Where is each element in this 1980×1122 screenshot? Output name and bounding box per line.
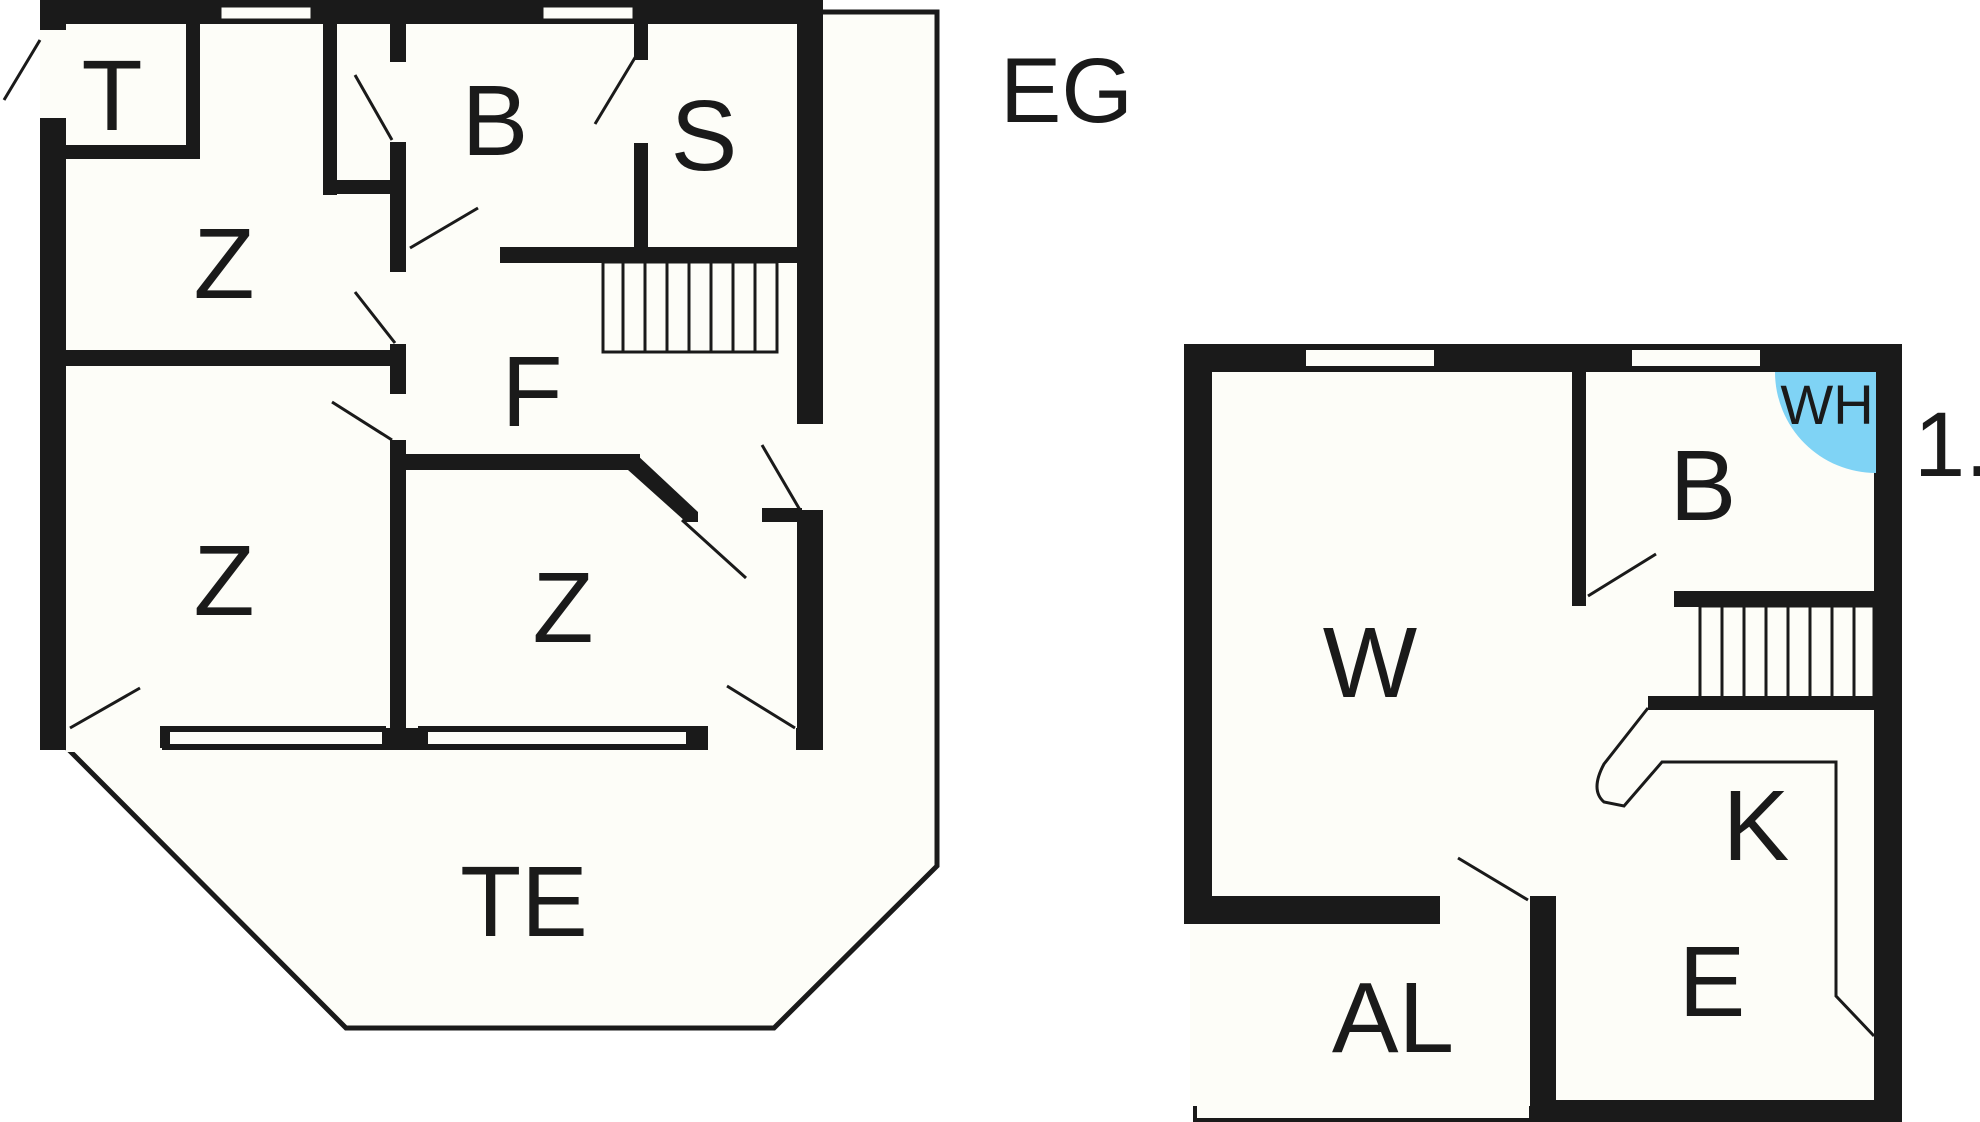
- room-label-kitchen: K: [1723, 770, 1790, 882]
- wall-right-lower: [797, 510, 823, 750]
- wall-bottom: [1530, 1100, 1902, 1122]
- wall: [1674, 591, 1884, 607]
- room-label-hallway: F: [501, 336, 562, 448]
- wall-left: [1184, 344, 1212, 922]
- wall: [500, 247, 810, 263]
- window: [170, 732, 382, 744]
- wall: [1648, 696, 1878, 710]
- room-label-bath: B: [462, 65, 529, 177]
- window: [1632, 350, 1760, 366]
- window: [1306, 350, 1434, 366]
- wall-left: [40, 0, 66, 750]
- room-label-dining: E: [1679, 926, 1746, 1038]
- stairs: [1698, 604, 1876, 700]
- wall: [634, 143, 648, 253]
- wall: [400, 454, 640, 470]
- kitchen-counter: [1595, 707, 1876, 1038]
- wall: [40, 145, 200, 159]
- wall: [762, 508, 802, 522]
- room-label-wc: T: [81, 40, 142, 152]
- room-label-terrace: TE: [460, 846, 588, 958]
- stairs: [601, 260, 779, 354]
- wall: [628, 454, 698, 522]
- room-label-bedroom: Z: [193, 525, 254, 637]
- door-opening: [797, 424, 823, 510]
- ground-floor-area: [45, 10, 820, 745]
- wall-top: [1184, 344, 1902, 372]
- wall: [390, 440, 406, 750]
- room-label-bedroom: Z: [193, 208, 254, 320]
- wall: [1572, 370, 1586, 606]
- ground-floor: T B S Z F Z Z TE EG: [2, 0, 1133, 1031]
- window: [428, 732, 686, 744]
- wall: [1184, 896, 1440, 924]
- wall: [634, 20, 648, 60]
- wall: [406, 247, 500, 263]
- wall-right: [1874, 344, 1902, 1122]
- water-heater: [1775, 372, 1876, 473]
- water-heater-label: WH: [1780, 373, 1873, 436]
- wall: [390, 20, 406, 62]
- door-opening: [66, 726, 162, 752]
- room-label-balcony: AL: [1332, 962, 1454, 1074]
- window: [218, 4, 314, 22]
- room-label-bedroom: Z: [532, 552, 593, 664]
- floor-title: 1.: [1914, 394, 1980, 496]
- room-label-storage: S: [671, 80, 738, 192]
- wall-right-upper: [797, 0, 823, 424]
- wall: [323, 20, 337, 195]
- room-label-bath: B: [1670, 430, 1737, 542]
- wall: [1530, 896, 1556, 1122]
- room-label-living: W: [1323, 607, 1418, 719]
- wall: [323, 180, 393, 194]
- wall: [186, 20, 200, 158]
- door-opening: [40, 30, 66, 118]
- wall: [40, 350, 400, 366]
- door-opening: [1440, 896, 1530, 924]
- wall: [390, 142, 406, 272]
- upper-floor: W B WH K E AL 1.: [1184, 344, 1980, 1122]
- door-opening: [708, 726, 796, 752]
- floor-title: EG: [1000, 40, 1133, 142]
- window: [540, 4, 636, 22]
- wall-top: [40, 0, 822, 24]
